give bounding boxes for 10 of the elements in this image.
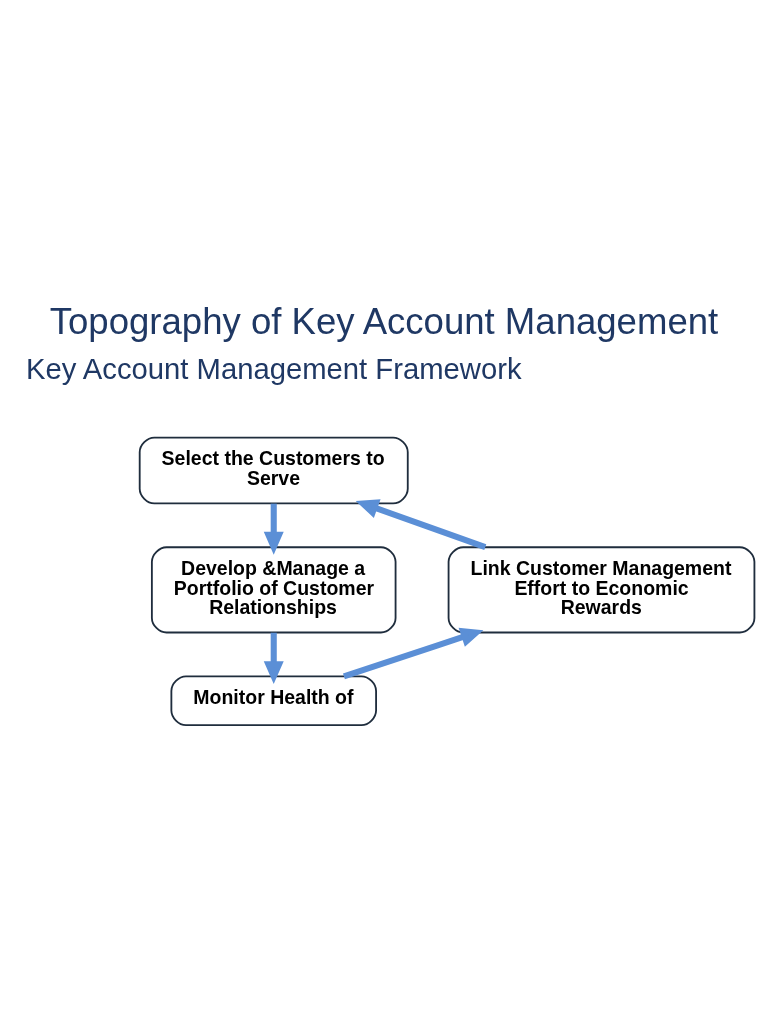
node-box: Link Customer Management Effort to Economic Rewards bbox=[447, 545, 756, 633]
node-box: Develop &Manage a Portfolio of Customer Relationships bbox=[150, 545, 397, 633]
diagram-title: Topography of Key Account Management bbox=[49, 300, 719, 342]
arrow bbox=[263, 632, 284, 684]
arrow bbox=[355, 498, 487, 550]
node-box: Select the Customers to Serve bbox=[138, 436, 409, 504]
node-box: Monitor Health of bbox=[170, 674, 377, 726]
label: Key Account Management Framework bbox=[25, 352, 522, 385]
arrow bbox=[263, 503, 284, 555]
arrow bbox=[343, 627, 484, 679]
